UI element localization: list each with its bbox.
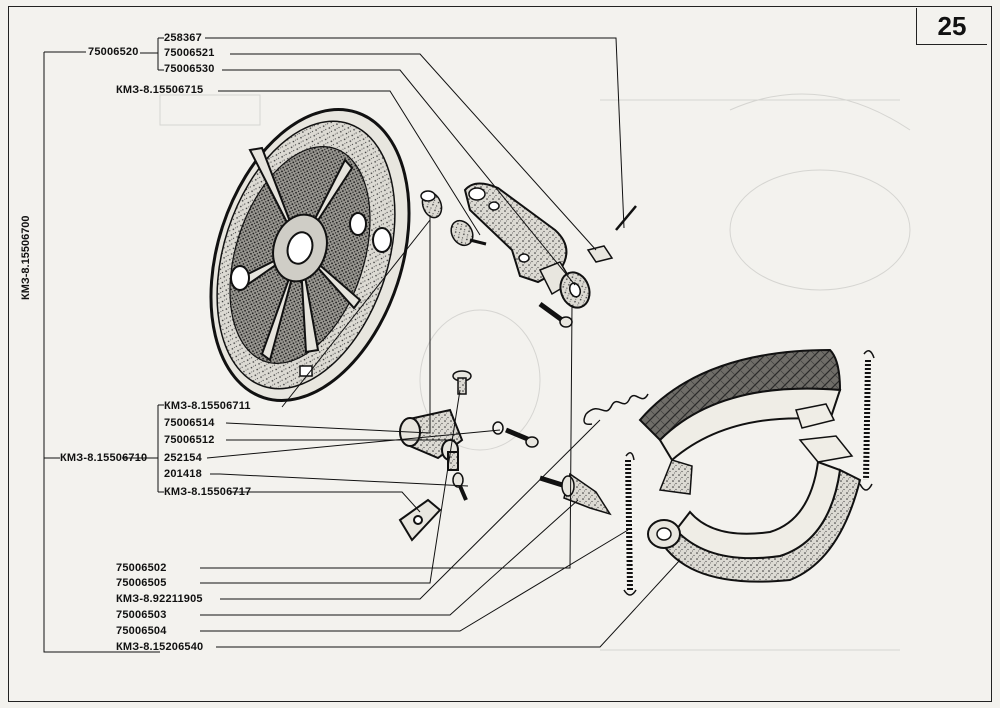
assembly-code-label: КМЗ-8.15506700 [20,215,32,300]
part-label-15506717: КМЗ-8.15506717 [164,486,252,498]
pin [452,472,468,501]
part-label-15506711: КМЗ-8.15506711 [164,400,251,412]
brake-backing-plate [209,108,411,402]
lock-washer [492,421,504,435]
part-label-75006503: 75006503 [116,609,167,621]
part-label-75006521: 75006521 [164,47,215,59]
part-label-15206540: КМЗ-8.15206540 [116,641,204,653]
upper-return-spring [583,393,649,426]
leader-lines [43,37,681,653]
lower-brake-shoe [647,435,862,583]
page-frame [8,6,992,702]
part-label-15506715: КМЗ-8.15506715 [116,84,204,96]
rivet [452,370,472,395]
part-label-75006502: 75006502 [116,562,167,574]
part-label-252154: 252154 [164,452,202,464]
part-label-75006505: 75006505 [116,577,167,589]
part-label-75006530: 75006530 [164,63,215,75]
upper-brake-shoe [638,348,842,495]
part-label-92211905: КМЗ-8.92211905 [116,593,203,605]
ghost-background-drawing [159,93,911,651]
lever-clip [586,245,614,263]
part-label-201418: 201418 [164,468,202,480]
lower-spring-left [623,452,637,596]
page-number: 25 [916,8,987,45]
adjusting-bolt [538,301,573,328]
adjusting-cam-pin [450,219,487,247]
adjuster-plate [398,498,442,542]
bushing [420,190,443,219]
part-label-15506710: КМЗ-8.15506710 [60,452,148,464]
adjuster-cone [539,472,612,516]
split-pin [615,205,637,231]
part-label-75006504: 75006504 [116,625,167,637]
part-label-258367: 258367 [164,32,202,44]
part-label-75006514: 75006514 [164,417,215,429]
brake-lever [463,182,591,309]
screw [505,427,539,448]
side-spring-right [859,350,875,491]
part-label-75006512: 75006512 [164,434,215,446]
part-label-75006520: 75006520 [88,46,139,58]
